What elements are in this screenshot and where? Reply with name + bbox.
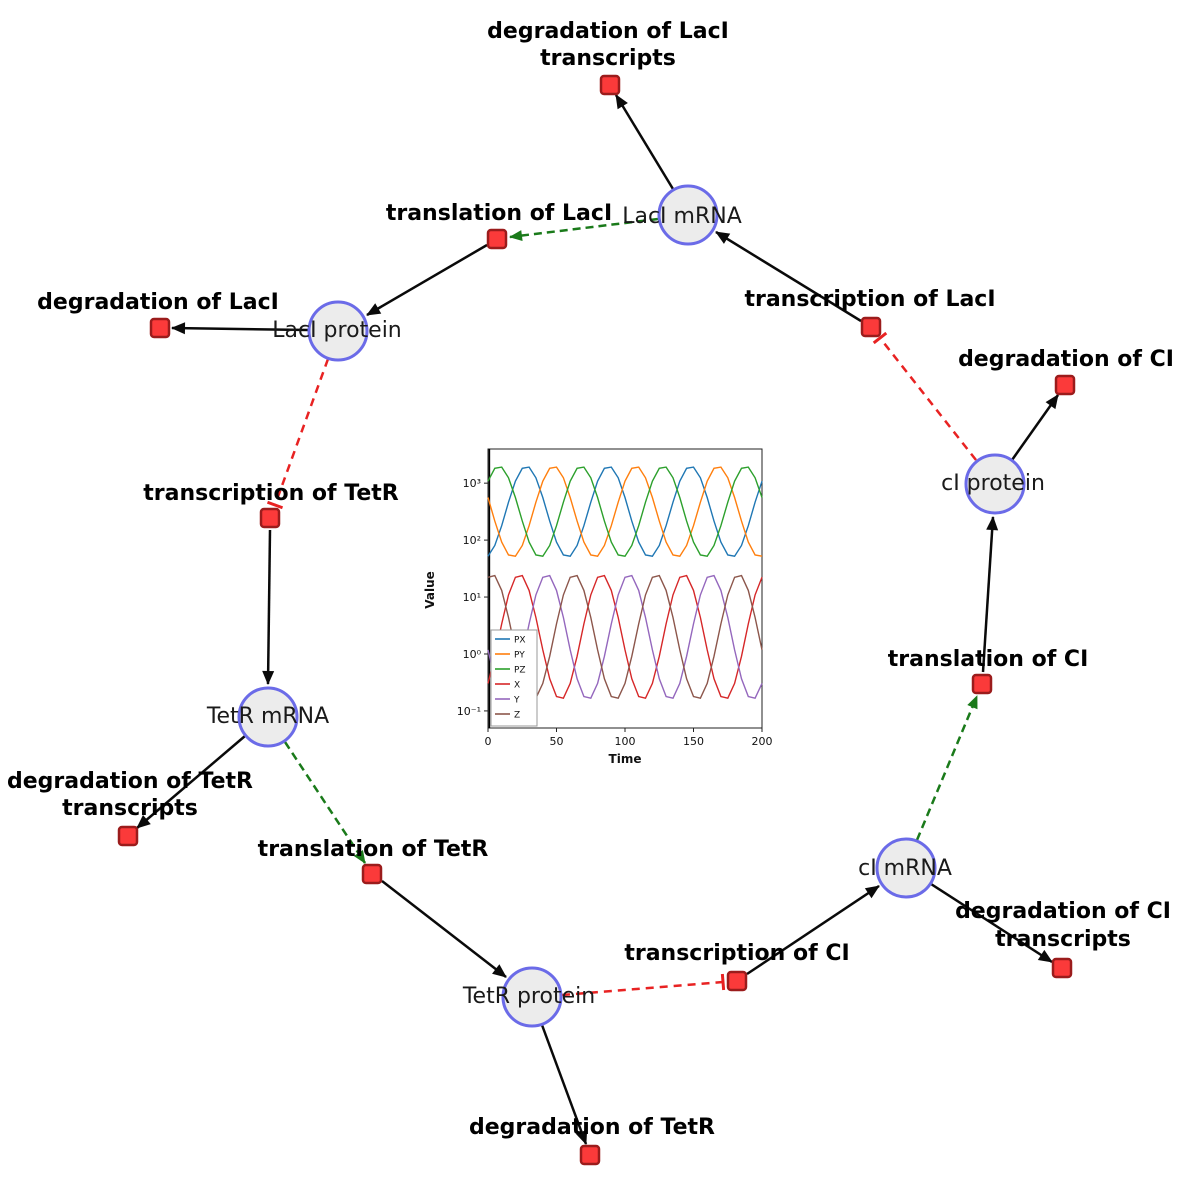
edge-translation-ci-to-ci-protein bbox=[981, 516, 999, 673]
species-circle-ci-protein bbox=[964, 453, 1026, 515]
reaction-label-transcription-ci: transcription of CI bbox=[624, 941, 849, 966]
edge-transcription-ci-to-ci-mrna bbox=[746, 884, 880, 976]
legend-label-PZ: PZ bbox=[514, 666, 526, 676]
species-circle-laci-mrna bbox=[657, 184, 719, 246]
species-node-tetr-protein: TetR protein bbox=[462, 966, 595, 1028]
species-node-laci-mrna: LacI mRNA bbox=[622, 184, 742, 246]
x-tick-label: 100 bbox=[615, 735, 636, 748]
reaction-square-transcription-laci bbox=[860, 316, 882, 338]
legend-box bbox=[490, 629, 538, 727]
legend-label-Y: Y bbox=[513, 696, 520, 706]
edge-tetr-mrna-to-deg-tetr-transcripts bbox=[136, 735, 246, 829]
reaction-label-transcription-tetr: transcription of TetR bbox=[143, 481, 399, 506]
series-X bbox=[487, 574, 763, 700]
reaction-label-deg-laci-transcripts-1: degradation of LacI bbox=[487, 19, 729, 44]
reaction-square-deg-ci-transcripts bbox=[1051, 957, 1073, 979]
edge-ci-mrna-modifier-translation-ci bbox=[915, 695, 979, 841]
reaction-square-transcription-tetr bbox=[259, 507, 281, 529]
edge-transcription-tetr-to-tetr-mrna bbox=[262, 529, 275, 685]
y-tick-label: 10¹ bbox=[463, 591, 481, 604]
edge-tetr-mrna-modifier-translation-tetr bbox=[283, 741, 367, 864]
species-circle-tetr-mrna bbox=[237, 686, 299, 748]
edge-laci-protein-to-deg-laci bbox=[171, 322, 309, 335]
edge-transcription-laci-to-laci-mrna bbox=[715, 230, 862, 323]
x-tick-label: 0 bbox=[485, 735, 492, 748]
inset-chart-canvas: Time Value 0 50 100 150 200 10⁻¹ 10⁰ 10¹ 10² 10³ P… bbox=[423, 448, 773, 766]
x-tick-label: 50 bbox=[550, 735, 564, 748]
series-PX bbox=[487, 466, 763, 557]
reaction-label-deg-tetr-transcripts-2: transcripts bbox=[62, 796, 198, 821]
reaction-square-translation-laci bbox=[486, 228, 508, 250]
species-label-laci-mrna: LacI mRNA bbox=[622, 204, 742, 229]
reaction-label-degradation-laci: degradation of LacI bbox=[37, 290, 279, 315]
reaction-square-deg-tetr-transcripts bbox=[117, 825, 139, 847]
series-PY bbox=[487, 466, 763, 557]
reaction-label-translation-ci: translation of CI bbox=[888, 647, 1089, 672]
species-label-ci-protein: cI protein bbox=[941, 471, 1045, 496]
reaction-label-deg-ci-transcripts-2: transcripts bbox=[995, 927, 1131, 952]
y-axis-label: Value bbox=[423, 571, 437, 609]
species-node-ci-protein: cI protein bbox=[941, 453, 1045, 515]
edge-ci-protein-inhibits-transcription-laci bbox=[872, 331, 977, 461]
reaction-square-degradation-tetr bbox=[579, 1144, 601, 1166]
x-tick-label: 200 bbox=[752, 735, 773, 748]
reaction-label-deg-laci-transcripts-2: transcripts bbox=[540, 46, 676, 71]
series-Y bbox=[487, 574, 763, 700]
reaction-square-translation-tetr bbox=[361, 863, 383, 885]
legend-label-PY: PY bbox=[514, 651, 525, 661]
legend-label-PX: PX bbox=[514, 636, 526, 646]
reaction-square-transcription-ci bbox=[726, 970, 748, 992]
legend-label-Z: Z bbox=[514, 711, 520, 721]
edge-translation-laci-to-laci-protein bbox=[366, 243, 488, 317]
species-label-ci-mrna: cI mRNA bbox=[858, 856, 952, 881]
series-PZ bbox=[487, 466, 763, 557]
y-tick-label: 10⁻¹ bbox=[457, 705, 481, 718]
edge-laci-protein-inhibits-transcription-tetr bbox=[266, 358, 330, 510]
edge-ci-mrna-to-deg-ci-transcripts bbox=[930, 882, 1053, 964]
edge-ci-protein-to-deg-ci bbox=[1010, 394, 1060, 461]
species-circle-tetr-protein bbox=[501, 966, 563, 1028]
reaction-label-deg-tetr-transcripts-1: degradation of TetR bbox=[7, 769, 253, 794]
species-label-tetr-protein: TetR protein bbox=[462, 984, 595, 1009]
edge-laci-mrna-modifier-translation-laci bbox=[509, 217, 659, 242]
y-tick-label: 10³ bbox=[463, 477, 481, 490]
species-circle-ci-mrna bbox=[875, 837, 937, 899]
species-node-ci-mrna: cI mRNA bbox=[858, 837, 952, 899]
reaction-label-translation-tetr: translation of TetR bbox=[258, 837, 489, 862]
simulation-inset-chart: Time Value 0 50 100 150 200 10⁻¹ 10⁰ 10¹ 10² 10³ P… bbox=[420, 435, 780, 770]
reaction-label-translation-laci: translation of LacI bbox=[386, 201, 612, 226]
edge-tetr-protein-to-deg-tetr bbox=[540, 1024, 588, 1145]
reaction-square-degradation-laci bbox=[149, 317, 171, 339]
reaction-square-translation-ci bbox=[971, 673, 993, 695]
reaction-label-transcription-laci: transcription of LacI bbox=[744, 287, 995, 312]
edge-laci-mrna-to-deg-laci-transcripts bbox=[614, 94, 675, 190]
species-circle-laci-protein bbox=[307, 300, 369, 362]
species-node-tetr-mrna: TetR mRNA bbox=[206, 686, 329, 748]
y-tick-label: 10² bbox=[463, 534, 481, 547]
edge-translation-tetr-to-tetr-protein bbox=[381, 880, 507, 978]
species-label-laci-protein: LacI protein bbox=[272, 318, 402, 343]
x-tick-label: 150 bbox=[683, 735, 704, 748]
reaction-label-degradation-tetr: degradation of TetR bbox=[469, 1115, 715, 1140]
reaction-square-deg-laci-transcripts bbox=[599, 74, 621, 96]
y-tick-label: 10⁰ bbox=[463, 648, 482, 661]
species-node-laci-protein: LacI protein bbox=[272, 300, 402, 362]
reaction-label-degradation-ci: degradation of CI bbox=[958, 347, 1174, 372]
reaction-label-deg-ci-transcripts-1: degradation of CI bbox=[955, 899, 1171, 924]
legend-label-X: X bbox=[514, 681, 520, 691]
x-axis-label: Time bbox=[609, 752, 642, 766]
reaction-square-degradation-ci bbox=[1054, 374, 1076, 396]
species-label-tetr-mrna: TetR mRNA bbox=[206, 704, 329, 729]
